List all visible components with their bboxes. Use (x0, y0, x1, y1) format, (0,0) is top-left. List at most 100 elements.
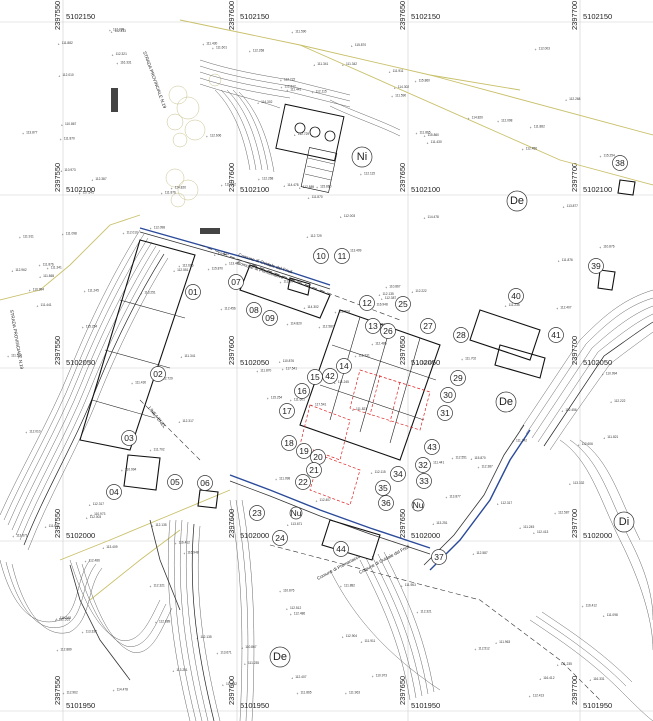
parcel-marker-43: 43 (424, 439, 440, 455)
parcel-circle (313, 248, 329, 264)
spot-height: +114.478 (283, 183, 299, 189)
parcel-number: 14 (339, 361, 349, 371)
spot-height-value: 112.606 (182, 263, 194, 267)
parcel-number: 35 (378, 483, 388, 493)
spot-height-value: 112.222 (415, 289, 427, 293)
spot-height-value: 112.115 (316, 89, 327, 93)
spot-height: +112.962 (62, 691, 78, 697)
spot-height-value: 112.729 (310, 234, 322, 238)
spot-height-value: 112.003 (539, 46, 551, 50)
spot-height: +111.870 (308, 195, 323, 201)
roads (69, 227, 531, 681)
spot-height-value: 111.441 (290, 87, 301, 91)
spot-mark: + (214, 253, 216, 257)
spot-height: +110.973 (90, 512, 106, 518)
spot-height-value: 112.962 (66, 691, 78, 695)
spot-height: +111.865 (39, 274, 54, 280)
spot-height: +112.587 (318, 324, 334, 330)
spot-height: +110.973 (372, 673, 388, 679)
spot-height-value: 112.512 (285, 85, 297, 89)
spot-height: +111.245 (519, 525, 534, 531)
spot-height: +116.412 (539, 676, 555, 682)
spot-mark: + (470, 457, 472, 461)
spot-mark: + (294, 133, 296, 137)
spot-height: +112.268 (249, 48, 265, 54)
easting-label: 2397650 (398, 509, 407, 538)
northing-label: 5102150 (583, 12, 612, 21)
spot-mark: + (311, 404, 313, 408)
spot-height-value: 113.671 (220, 650, 232, 654)
spot-mark: + (25, 431, 27, 435)
spot-mark: + (102, 546, 104, 550)
spot-height: +112.729 (294, 132, 310, 138)
spot-height: +111.430 (427, 140, 442, 146)
spot-height: +111.245 (334, 380, 349, 386)
spot-height: +111.870 (60, 136, 75, 142)
spot-mark: + (90, 514, 92, 518)
parcel-marker-36: 36 (378, 495, 394, 511)
northing-label: 5102000 (66, 531, 95, 540)
parcel-circle (375, 480, 391, 496)
parcel-circle (440, 387, 456, 403)
spot-height-value: 114.478 (287, 183, 299, 187)
zone-label: De (273, 651, 287, 663)
spot-height-value: 112.003 (344, 214, 356, 218)
parcel-marker-26: 26 (380, 323, 396, 339)
spot-height: +112.512 (281, 85, 297, 91)
spot-mark: + (495, 641, 497, 645)
spot-height-value: 111.430 (135, 381, 146, 385)
spot-height-value: 111.245 (338, 380, 349, 384)
spot-height-value: 111.876 (43, 263, 54, 267)
spot-mark: + (379, 293, 381, 297)
spot-height-value: 112.587 (476, 551, 488, 555)
spot-height: +111.963 (495, 640, 510, 646)
zone-marker-de: De (495, 391, 517, 413)
contours-top (199, 59, 401, 173)
easting-label: 2397550 (53, 676, 62, 705)
spot-mark: + (417, 363, 419, 367)
spot-height: +113.877 (445, 494, 461, 500)
road-name-label: STRADA PROVINCIALE N.19 (142, 51, 167, 110)
spot-height-value: 112.606 (582, 442, 594, 446)
spot-height: +111.601 (290, 398, 305, 404)
northing-label: 5102050 (240, 358, 269, 367)
spot-height: +112.115 (371, 470, 386, 476)
spot-mark: + (461, 358, 463, 362)
spot-height: +112.010 (58, 73, 74, 79)
parcel-number: 41 (551, 330, 561, 340)
spot-mark: + (401, 584, 403, 588)
spot-height-value: 114.302 (261, 100, 273, 104)
spot-height: +110.876 (599, 245, 615, 251)
spot-mark: + (47, 267, 49, 271)
spot-height: +112.606 (178, 263, 194, 269)
spot-height-value: 115.860 (419, 78, 431, 82)
spot-height-value: 113.251 (436, 521, 448, 525)
spot-mark: + (291, 676, 293, 680)
spot-height: +111.876 (558, 258, 573, 264)
parcel-marker-14: 14 (336, 358, 352, 374)
spot-height-value: 110.994 (606, 372, 618, 376)
spot-height-value: 111.430 (431, 140, 442, 144)
spot-height: +111.342 (342, 62, 357, 68)
spot-mark: + (280, 281, 282, 285)
spot-mark: + (221, 184, 223, 188)
spot-height: +115.254 (267, 396, 283, 402)
spot-mark: + (308, 196, 310, 200)
easting-label: 2397700 (570, 163, 579, 192)
spot-mark: + (111, 30, 113, 34)
spot-height: +112.904 (334, 309, 350, 315)
spot-height: +115.870 (470, 456, 486, 462)
spot-height: +111.911 (389, 69, 404, 75)
spot-height-value: 112.098 (113, 28, 125, 32)
parcel-number: 43 (427, 442, 437, 452)
spot-mark: + (342, 636, 344, 640)
spot-height: +113.251 (172, 668, 188, 674)
spot-height-value: 111.601 (49, 524, 60, 528)
spot-height-value: 114.302 (398, 85, 410, 89)
contours-left (0, 229, 173, 653)
spot-height-value: 112.486 (294, 611, 306, 615)
parcel-circle (453, 327, 469, 343)
parcel-number: 04 (109, 487, 119, 497)
spot-height-value: 115.870 (474, 456, 486, 460)
spot-height-value: 112.268 (253, 48, 265, 52)
